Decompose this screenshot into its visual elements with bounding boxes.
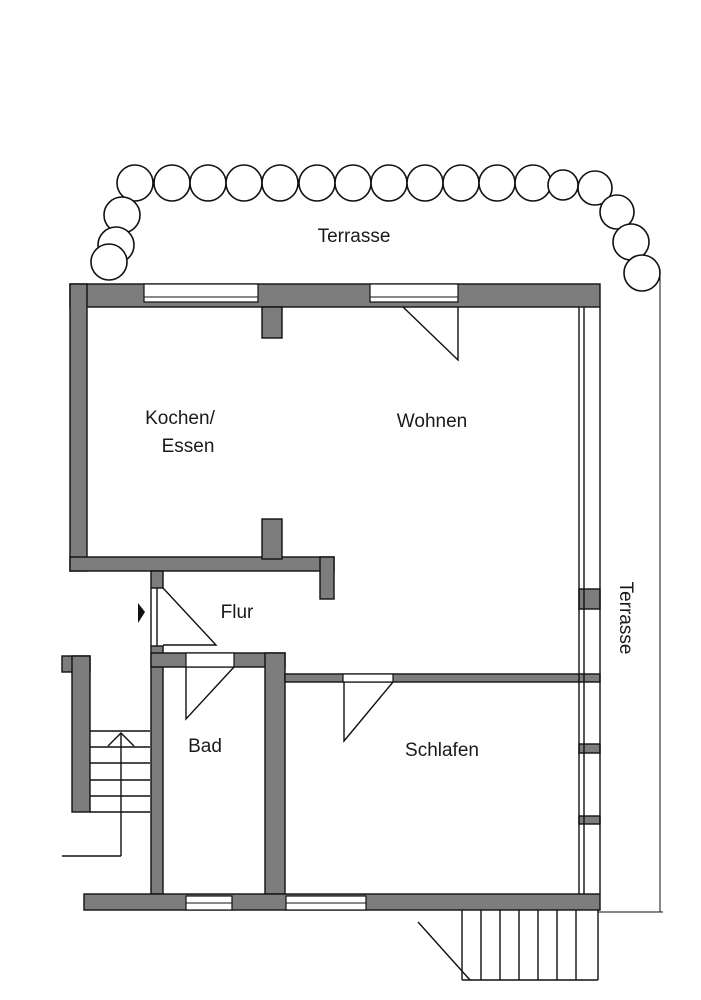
bathroom-label: Bad (188, 736, 222, 757)
east-glazing (578, 307, 601, 894)
entrance-arrow-icon (138, 603, 145, 623)
outer-walls (61, 283, 601, 911)
hedge-bushes (90, 164, 661, 292)
kitchen-label-line1: Kochen/ (145, 408, 215, 429)
terrace-top-label: Terrasse (318, 226, 391, 247)
hall-label: Flur (221, 602, 254, 623)
kitchen-label-line2: Essen (162, 436, 215, 457)
bedroom-label: Schlafen (405, 740, 479, 761)
door-swings (150, 306, 459, 743)
stairs-bottom (417, 910, 599, 981)
living-room-label: Wohnen (397, 411, 467, 432)
stairs-left (62, 730, 150, 857)
terrace-side-label: Terrasse (615, 582, 636, 655)
windows (143, 283, 459, 911)
